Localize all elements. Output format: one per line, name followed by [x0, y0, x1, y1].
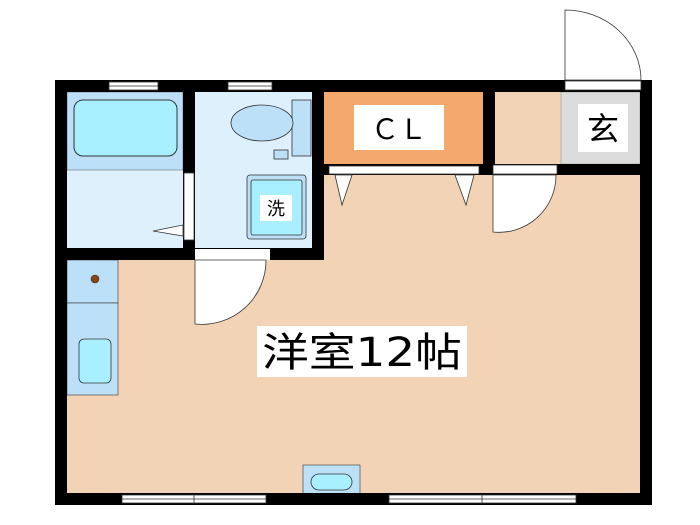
closet-label-bg: [354, 105, 444, 150]
closet-door-track: [328, 165, 480, 175]
gas-outlet-icon: [90, 274, 100, 284]
doors: [152, 9, 642, 325]
toilet-door-opening: [195, 249, 270, 260]
entrance-door: [564, 9, 642, 81]
bathtub: [73, 99, 178, 157]
closet-door-left: [334, 174, 353, 207]
aircon-grille: [310, 473, 353, 491]
toilet-tank: [291, 99, 312, 157]
main-room-label: 洋室12帖: [262, 330, 462, 376]
bath-door-swing: [152, 224, 184, 237]
bath-door: [183, 172, 195, 241]
toilet-door-swing: [194, 259, 267, 325]
toilet-paper-icon: [273, 149, 289, 160]
washer-label: 洗: [267, 199, 285, 220]
closet-door-right: [454, 174, 475, 207]
hall-door-opening: [492, 164, 558, 175]
hall-floor: [495, 92, 561, 164]
windows: [108, 81, 577, 504]
entrance-label-bg: [578, 104, 628, 152]
hall-door-swing: [492, 174, 557, 233]
toilet-bowl-icon: [230, 104, 294, 142]
entrance-label: 玄: [587, 110, 619, 148]
main-room-label-bg: [257, 326, 467, 377]
entrance-door-opening: [564, 80, 642, 91]
closet-label: ＣＬ: [371, 113, 427, 146]
kitchen-sink: [78, 338, 112, 384]
washer-label-bg: [260, 195, 292, 221]
